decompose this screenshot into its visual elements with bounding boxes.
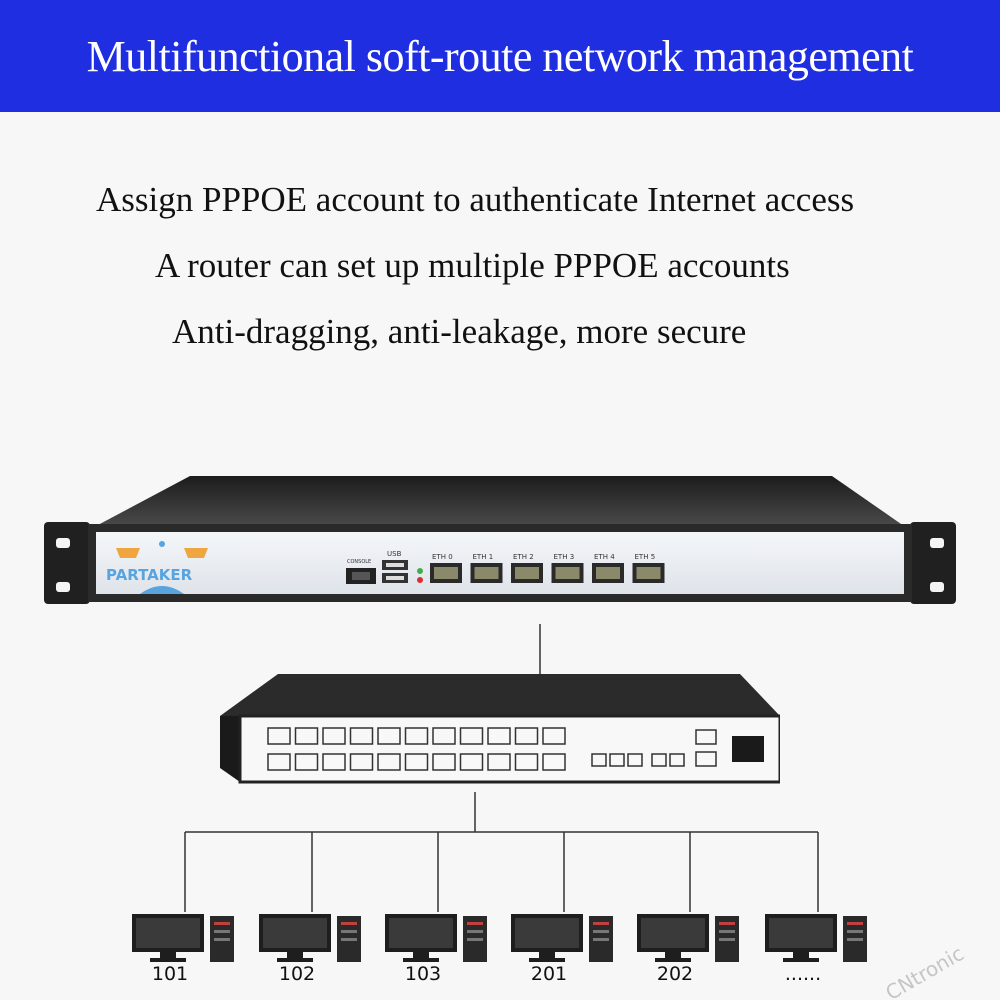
headline-secure: Anti-dragging, anti-leakage, more secure — [172, 312, 747, 351]
network-switch — [220, 672, 782, 792]
switch-port — [542, 753, 566, 771]
computer — [130, 912, 240, 972]
switch-port — [432, 727, 456, 745]
switch-port — [459, 753, 484, 771]
eth-port-socket — [596, 567, 620, 579]
title-banner: Multifunctional soft-route network manag… — [0, 0, 1000, 112]
computer — [635, 912, 745, 972]
status-led-green — [417, 568, 423, 574]
eth-port-socket — [555, 567, 580, 579]
console-label: CONSOLE — [347, 559, 371, 565]
computer-label: 102 — [278, 963, 316, 985]
switch-port — [377, 727, 401, 745]
partaker-logo: PARTAKER — [106, 541, 208, 594]
switch-port — [487, 727, 511, 745]
router-device: PARTAKER CONSOLE USB ETH 0 ETH 1 ETH 2 ETH … — [44, 474, 956, 614]
computer — [763, 912, 873, 972]
banner-title: Multifunctional soft-route network manag… — [86, 31, 914, 81]
switch-port — [432, 753, 456, 771]
headline-pppoe-auth: Assign PPPOE account to authenticate Int… — [96, 180, 855, 219]
usb-label: USB — [387, 550, 402, 558]
switch-port — [404, 753, 429, 771]
eth-port-socket — [474, 567, 499, 579]
switch-port — [294, 753, 319, 771]
status-led-red — [417, 577, 423, 583]
switch-port — [294, 727, 319, 745]
eth-port-label: ETH 4 — [594, 553, 615, 561]
computer — [383, 912, 493, 972]
headline-multiple-accounts: A router can set up multiple PPPOE accou… — [155, 246, 790, 285]
eth-port-label: ETH 2 — [513, 553, 534, 561]
eth-port-socket — [434, 567, 458, 579]
switch-port — [514, 727, 539, 745]
switch-port — [349, 727, 374, 745]
eth-port-label: ETH 0 — [432, 553, 453, 561]
eth-port-label: ETH 5 — [635, 553, 656, 561]
usb-ports — [382, 560, 408, 583]
switch-port — [404, 727, 429, 745]
computer-label: 201 — [530, 963, 568, 985]
computer — [509, 912, 619, 972]
computer-label: 101 — [151, 963, 189, 985]
switch-port — [459, 727, 484, 745]
computer-label: 202 — [656, 963, 694, 985]
switch-port — [377, 753, 401, 771]
switch-port — [349, 753, 374, 771]
eth-port-socket — [636, 567, 661, 579]
eth-port-label: ETH 1 — [473, 553, 494, 561]
switch-port — [322, 753, 346, 771]
switch-port — [542, 727, 566, 745]
computer-label: ...... — [784, 963, 822, 985]
switch-port — [267, 727, 291, 745]
eth-port-label: ETH 3 — [554, 553, 575, 561]
network-cables — [184, 624, 819, 912]
cntronic-watermark: CNtronic — [881, 941, 968, 1000]
computer-label: 103 — [404, 963, 442, 985]
switch-port — [267, 753, 291, 771]
eth-port-socket — [515, 567, 539, 579]
switch-port — [514, 753, 539, 771]
switch-port — [322, 727, 346, 745]
svg-text:PARTAKER: PARTAKER — [106, 566, 193, 584]
switch-port — [487, 753, 511, 771]
computer — [257, 912, 367, 972]
